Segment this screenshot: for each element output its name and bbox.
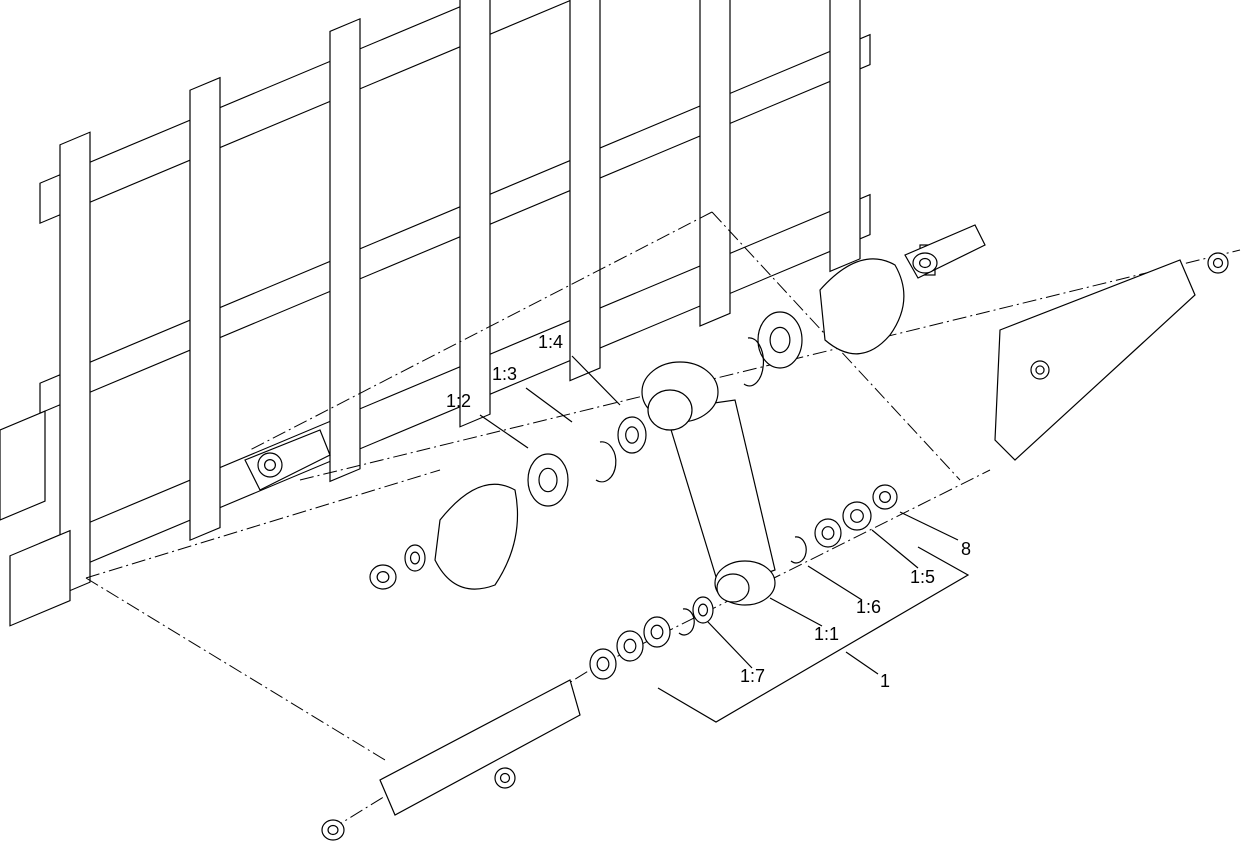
bearing-bore (264, 459, 277, 472)
connecting-rod (641, 361, 776, 606)
callout-1-6: 1:6 (856, 597, 882, 617)
bearing-bore (596, 656, 610, 672)
retaining-ring (678, 608, 695, 636)
bearing-bore (409, 551, 421, 565)
bearing-bore (376, 570, 390, 583)
retaining-ring (790, 536, 807, 564)
leader-lines (479, 355, 970, 723)
callout-1-2: 1:2 (446, 391, 472, 411)
bearing-bore (538, 467, 558, 493)
bearing-bore (918, 257, 931, 269)
bearing-bore (821, 526, 835, 540)
bearing-bore (623, 638, 637, 654)
callout-1-7: 1:7 (740, 666, 766, 686)
bearing-bore (499, 772, 511, 784)
bearing-bore (769, 326, 791, 354)
frame-upright (459, 0, 491, 428)
bearing-bore (1035, 365, 1045, 375)
bearing-bore (878, 491, 891, 504)
frame-upright (569, 0, 601, 382)
frame-assembly (0, 0, 871, 627)
frame-upright (59, 131, 91, 596)
callout-1-3: 1:3 (492, 364, 518, 384)
frame-upright (189, 76, 221, 542)
frame-upright (329, 17, 361, 483)
callout-1-5: 1:5 (910, 567, 936, 587)
frame-upright (699, 0, 731, 327)
frame-upright (829, 0, 861, 273)
callout-1-4: 1:4 (538, 332, 564, 352)
retaining-ring (595, 441, 617, 483)
callout-1-1: 1:1 (814, 624, 840, 644)
callout-8: 8 (961, 539, 972, 559)
bearings-and-rings (257, 252, 1229, 841)
callout-1: 1 (880, 671, 891, 691)
bearing-bore (327, 824, 339, 836)
bearing-bore (697, 603, 709, 617)
bearing-bore (1212, 257, 1224, 269)
retaining-ring (743, 337, 765, 387)
bearing-bore (850, 509, 864, 523)
bearing-bore (625, 426, 639, 444)
bearing-bore (650, 624, 664, 640)
